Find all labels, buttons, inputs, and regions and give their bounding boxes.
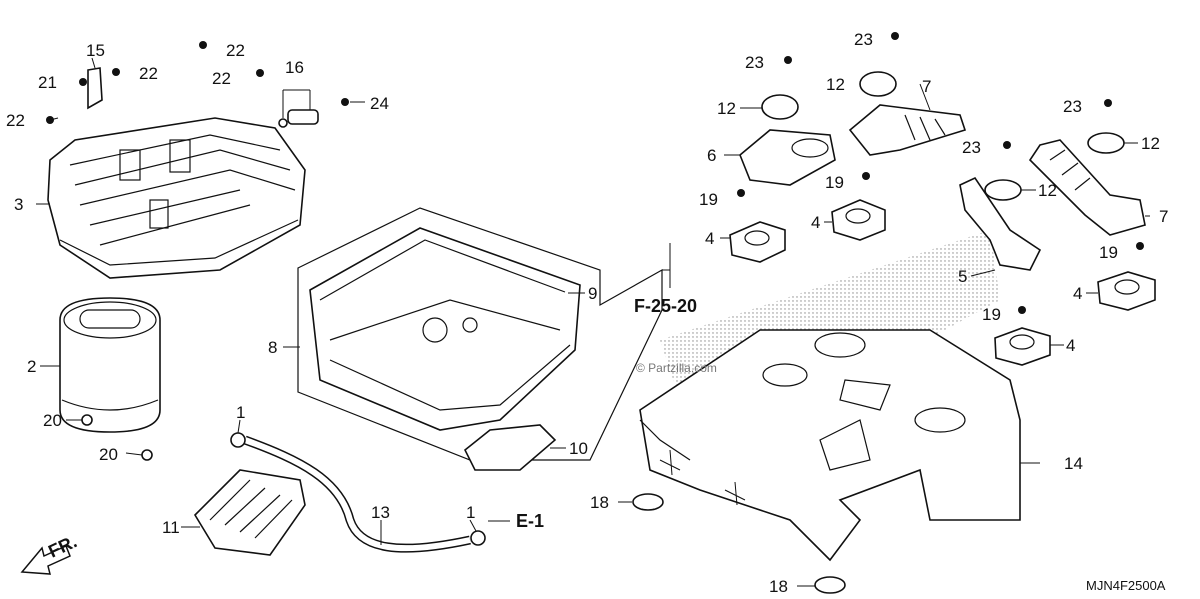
callout-16: 16 (285, 58, 304, 77)
band-12b (859, 71, 897, 97)
callout-20a: 20 (43, 411, 62, 430)
callout-19a: 19 (699, 190, 718, 209)
callout-12d: 12 (1141, 134, 1160, 153)
callout-14: 14 (1064, 454, 1083, 473)
callout-4b: 4 (811, 213, 820, 232)
callout-12a: 12 (717, 99, 736, 118)
callout-10: 10 (569, 439, 588, 458)
callout-12c: 12 (1038, 181, 1057, 200)
front-arrow-icon (20, 544, 71, 575)
air-filter-part-2 (59, 297, 161, 433)
callout-3: 3 (14, 195, 23, 214)
callout-23b: 23 (854, 30, 873, 49)
upper-case-part-3 (47, 117, 306, 279)
lower-case-part-8 (309, 227, 581, 431)
clip-18a (632, 493, 664, 511)
callout-1a: 1 (236, 403, 245, 422)
band-12d (1087, 132, 1125, 154)
holder-4b (831, 199, 886, 241)
callout-12b: 12 (826, 75, 845, 94)
ref-e-1: E-1 (516, 511, 544, 531)
callout-5: 5 (958, 267, 967, 286)
seal-part-10 (463, 424, 557, 471)
callout-13: 13 (371, 503, 390, 522)
callout-23d: 23 (962, 138, 981, 157)
callout-22c: 22 (226, 41, 245, 60)
ref-f-25-20: F-25-20 (634, 296, 697, 316)
callout-1b: 1 (466, 503, 475, 522)
grommet-20b (141, 449, 153, 461)
clip-18b (814, 576, 846, 594)
callout-15: 15 (86, 41, 105, 60)
duct-part-7b (1028, 139, 1146, 236)
sensor-part-16 (278, 109, 319, 128)
callout-6: 6 (707, 146, 716, 165)
band-12c (984, 179, 1022, 201)
callout-20b: 20 (99, 445, 118, 464)
cover-part-14 (639, 329, 1021, 562)
callout-24: 24 (370, 94, 389, 113)
clamp-1b (470, 530, 486, 546)
duct-part-7a (848, 104, 967, 156)
callout-7b: 7 (1159, 207, 1168, 226)
holder-4a (729, 221, 786, 263)
holder-4c (1097, 271, 1156, 311)
clamp-1a (230, 432, 246, 448)
duct-part-11 (193, 469, 306, 556)
diagram-code: MJN4F2500A (1086, 578, 1166, 593)
leader-lines (36, 57, 1150, 587)
callout-22a: 22 (6, 111, 25, 130)
callout-4d: 4 (1066, 336, 1075, 355)
callout-18b: 18 (769, 577, 788, 596)
callout-2: 2 (27, 357, 36, 376)
callout-23a: 23 (745, 53, 764, 72)
screw-markers (46, 32, 1144, 314)
callout-8: 8 (268, 338, 277, 357)
callout-4c: 4 (1073, 284, 1082, 303)
callout-19c: 19 (1099, 243, 1118, 262)
callout-4a: 4 (705, 229, 714, 248)
grommet-20a (81, 414, 93, 426)
callout-19d: 19 (982, 305, 1001, 324)
callout-9: 9 (588, 284, 597, 303)
callout-21: 21 (38, 73, 57, 92)
group-outline-8 (297, 207, 663, 461)
holder-4d (994, 327, 1051, 366)
callout-7a: 7 (922, 77, 931, 96)
callout-22d: 22 (212, 69, 231, 88)
callout-18a: 18 (590, 493, 609, 512)
callout-19b: 19 (825, 173, 844, 192)
callouts: 1 1 2 3 4 4 4 4 5 6 7 7 8 9 10 11 12 12 … (6, 30, 1168, 596)
callout-11: 11 (162, 518, 180, 537)
bracket-part-15 (87, 67, 103, 110)
duct-part-6 (739, 129, 836, 186)
band-12a (761, 94, 799, 120)
callout-22b: 22 (139, 64, 158, 83)
callout-23c: 23 (1063, 97, 1082, 116)
watermark: © Partzilla.com (636, 361, 717, 375)
